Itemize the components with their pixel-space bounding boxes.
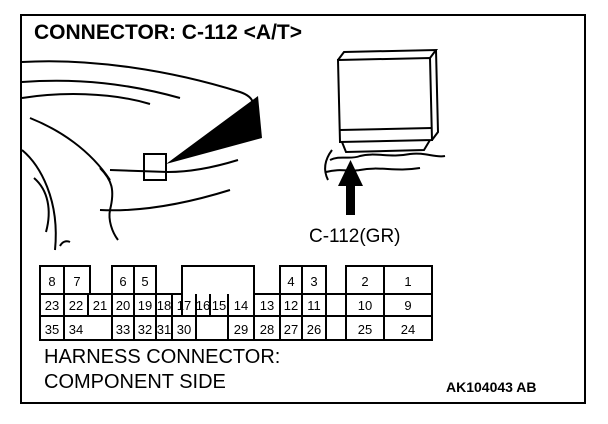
pin-number-10: 10 — [358, 298, 372, 313]
pin-number-8: 8 — [48, 274, 55, 289]
diagram-title: CONNECTOR: C-112 <A/T> — [34, 21, 303, 44]
pin-number-19: 19 — [138, 298, 152, 313]
pin-number-1: 1 — [404, 274, 411, 289]
pin-number-35: 35 — [45, 322, 59, 337]
arrow-up-icon — [338, 160, 363, 215]
component-module — [324, 48, 446, 181]
pin-number-14: 14 — [234, 298, 248, 313]
figure-code: AK104043 AB — [446, 379, 537, 395]
pin-number-2: 2 — [361, 274, 368, 289]
pin-number-29: 29 — [234, 322, 248, 337]
pin-number-13: 13 — [260, 298, 274, 313]
pin-number-4: 4 — [287, 274, 294, 289]
pin-number-32: 32 — [138, 322, 152, 337]
connector-callout-label: C-112(GR) — [309, 226, 401, 247]
pin-number-16: 16 — [196, 298, 210, 313]
pin-number-26: 26 — [307, 322, 321, 337]
pin-number-31: 31 — [157, 322, 171, 337]
pin-number-3: 3 — [310, 274, 317, 289]
pin-number-7: 7 — [73, 274, 80, 289]
pin-number-25: 25 — [358, 322, 372, 337]
pin-number-22: 22 — [69, 298, 83, 313]
pin-number-24: 24 — [401, 322, 415, 337]
pin-number-15: 15 — [212, 298, 226, 313]
pin-number-11: 11 — [307, 298, 321, 313]
harness-caption-line-1: HARNESS CONNECTOR: — [44, 346, 281, 368]
pin-number-34: 34 — [69, 322, 83, 337]
pin-number-27: 27 — [284, 322, 298, 337]
pin-number-17: 17 — [177, 298, 191, 313]
pin-number-33: 33 — [116, 322, 130, 337]
pin-number-30: 30 — [177, 322, 191, 337]
pin-number-6: 6 — [119, 274, 126, 289]
pin-number-5: 5 — [141, 274, 148, 289]
pin-number-28: 28 — [260, 322, 274, 337]
dashboard-illustration — [21, 60, 255, 251]
pin-number-9: 9 — [404, 298, 411, 313]
pin-number-18: 18 — [157, 298, 171, 313]
pin-number-23: 23 — [45, 298, 59, 313]
pointer-wedge — [166, 96, 262, 164]
pin-number-21: 21 — [93, 298, 107, 313]
connector-pin-grid — [39, 265, 433, 341]
harness-caption-line-2: COMPONENT SIDE — [44, 371, 226, 393]
pin-number-20: 20 — [116, 298, 130, 313]
pin-number-12: 12 — [284, 298, 298, 313]
